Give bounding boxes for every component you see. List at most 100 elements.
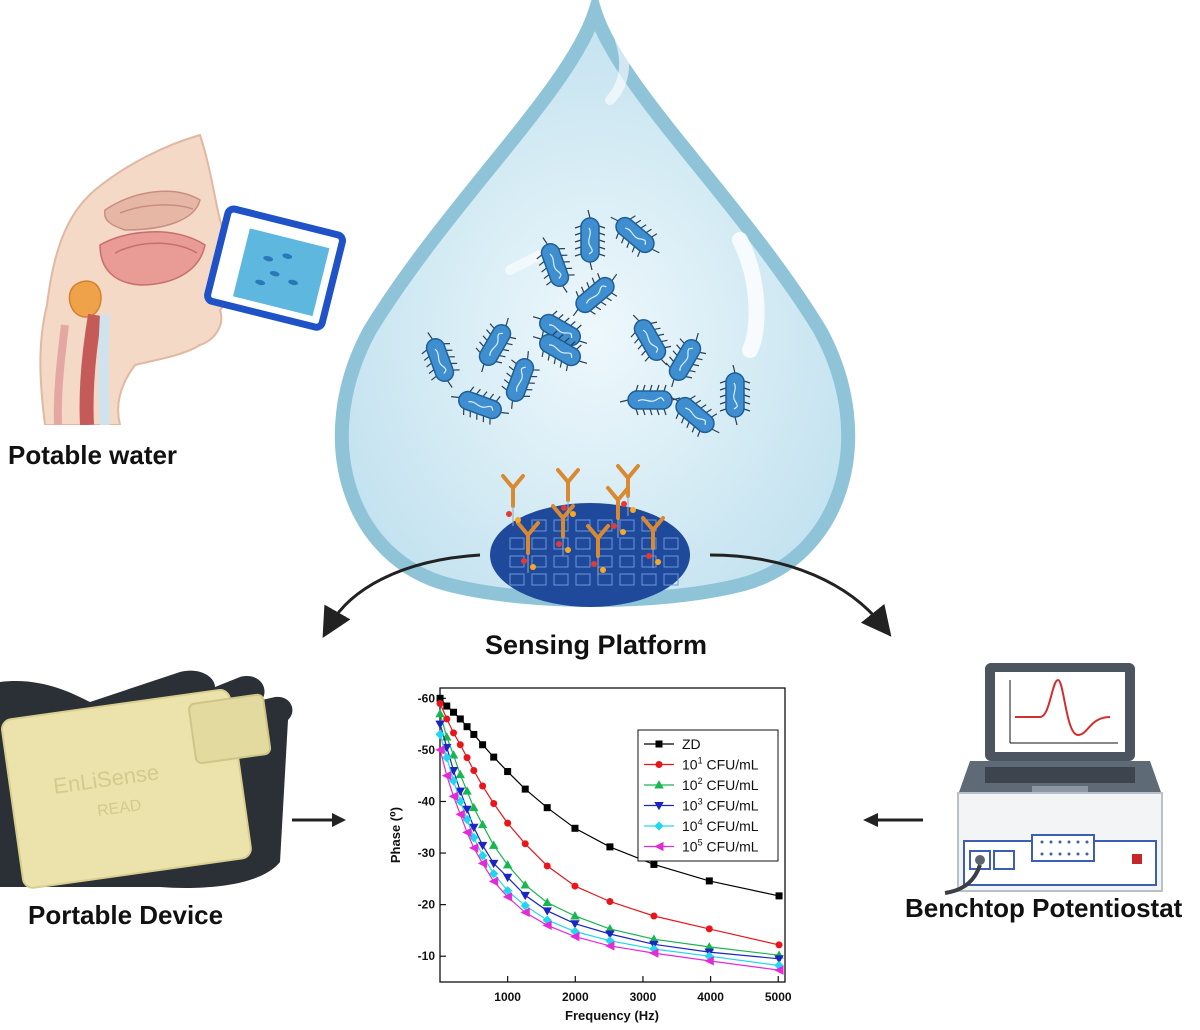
data-point (435, 745, 445, 755)
data-point (462, 786, 472, 795)
data-point (542, 897, 552, 907)
x-tick-label: 3000 (630, 990, 657, 1004)
bacteria-icon (421, 332, 460, 388)
data-point (477, 858, 488, 869)
x-tick-label: 4000 (697, 990, 724, 1004)
data-point (468, 843, 479, 853)
arrow-icon (709, 553, 892, 637)
data-point (455, 809, 465, 820)
data-point (443, 702, 451, 710)
legend-marker (655, 761, 663, 769)
antibody-icon (556, 468, 580, 520)
arrow-icon (322, 553, 481, 639)
bacteria-cluster (421, 209, 751, 437)
data-point (520, 907, 530, 918)
data-point (435, 720, 445, 729)
data-point (504, 768, 512, 776)
legend-item: 104 CFU/mL (644, 817, 759, 834)
antibody-icon (586, 524, 610, 576)
data-point (606, 843, 614, 851)
data-point (477, 819, 488, 829)
data-point (462, 827, 472, 838)
data-point (448, 767, 459, 776)
data-point (450, 729, 458, 737)
legend-label: 103 CFU/mL (682, 797, 759, 814)
data-point (441, 770, 452, 781)
legend-item: 101 CFU/mL (644, 756, 759, 773)
bacteria-icon (501, 351, 540, 409)
y-tick-label: -40 (418, 794, 436, 808)
legend-label: 101 CFU/mL (682, 756, 759, 773)
data-point (650, 912, 658, 920)
antibody-icon (641, 516, 665, 568)
series-5 (435, 729, 784, 971)
data-point (542, 907, 552, 916)
antibody-icon (501, 474, 525, 526)
data-point (543, 862, 551, 870)
data-point (542, 920, 552, 930)
benchtop-potentiostat-label: Benchtop Potentiostat (905, 893, 1183, 923)
series-line (439, 713, 780, 956)
data-point (521, 840, 529, 848)
data-point (520, 891, 530, 901)
series-line (439, 703, 780, 946)
bacteria-icon (572, 273, 618, 317)
legend-label: 105 CFU/mL (682, 838, 759, 855)
data-point (775, 892, 783, 900)
data-point (442, 753, 452, 763)
bacteria-icon (475, 317, 517, 373)
legend-marker (654, 821, 664, 831)
data-point (605, 941, 615, 951)
data-point (520, 880, 530, 889)
arrow-icon (863, 813, 923, 827)
series-2 (436, 699, 783, 949)
data-point (649, 948, 659, 958)
data-point (469, 802, 479, 812)
data-point (477, 851, 488, 861)
x-tick-label: 2000 (562, 990, 589, 1004)
legend-item: ZD (644, 736, 701, 752)
legend-marker (654, 841, 664, 852)
data-point (705, 877, 713, 885)
data-point (488, 859, 499, 869)
bacteria-icon (536, 237, 575, 293)
legend-item: 105 CFU/mL (644, 838, 759, 855)
data-point (775, 941, 783, 949)
data-point (488, 876, 499, 887)
data-point (774, 965, 784, 975)
bacteria-icon (719, 364, 751, 426)
series-6 (435, 745, 784, 975)
data-point (705, 925, 713, 933)
legend-item: 103 CFU/mL (644, 797, 759, 814)
data-point (490, 800, 498, 808)
data-point (605, 930, 615, 939)
bacteria-icon (619, 384, 681, 416)
data-point (442, 743, 452, 753)
y-tick-label: -20 (418, 898, 436, 912)
data-point (479, 741, 487, 749)
laptop-icon (958, 663, 1162, 795)
data-point (774, 955, 784, 964)
data-point (502, 892, 513, 902)
legend-item: 102 CFU/mL (644, 776, 759, 793)
y-tick-label: -60 (418, 691, 436, 705)
data-point (650, 860, 658, 868)
water-glass-icon (204, 205, 346, 331)
bacteria-icon (532, 330, 588, 372)
data-point (502, 873, 513, 883)
data-point (448, 791, 459, 802)
data-point (455, 787, 466, 796)
data-point (570, 931, 580, 942)
data-point (463, 754, 471, 762)
data-point (470, 730, 478, 738)
antibody-icon (516, 521, 540, 573)
series-line (439, 734, 780, 967)
data-point (571, 882, 579, 890)
y-axis-label: Phase (⁰) (388, 807, 403, 863)
data-point (502, 860, 513, 869)
chart-legend: ZD 101 CFU/mL 102 CFU/mL 103 CFU/mL 104 CFU/… (637, 729, 779, 862)
data-point (456, 715, 464, 723)
potable-water-label: Potable water (8, 440, 178, 470)
antibody-cluster (501, 464, 665, 576)
